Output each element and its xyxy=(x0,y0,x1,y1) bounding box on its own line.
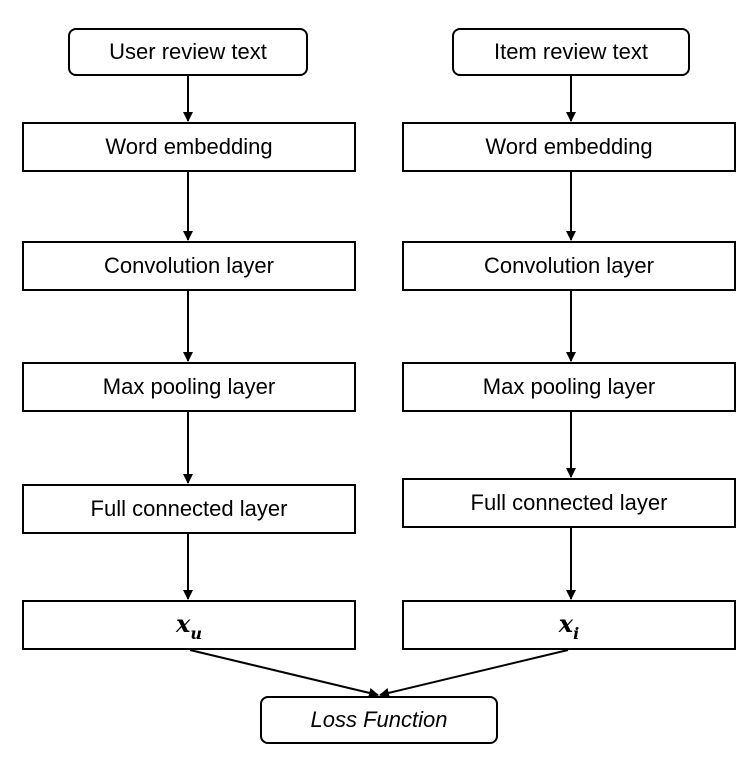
left-max-pooling-layer-label: Max pooling layer xyxy=(102,374,276,399)
left-word-embedding-node: Word embedding xyxy=(22,122,356,172)
loss-function-label: Loss Function xyxy=(310,707,448,732)
user-vector-subscript: u xyxy=(190,624,202,644)
arrow-right-vector-to-loss xyxy=(379,649,569,698)
user-review-text-label: User review text xyxy=(109,39,267,64)
right-word-embedding-node: Word embedding xyxy=(402,122,736,172)
arrow-left-vector-to-loss xyxy=(189,649,379,698)
item-vector-subscript: i xyxy=(573,624,580,644)
right-full-connected-layer-label: Full connected layer xyxy=(470,490,668,515)
right-word-embedding-label: Word embedding xyxy=(485,134,653,159)
left-full-connected-layer-label: Full connected layer xyxy=(90,496,288,521)
item-vector-symbol: xi xyxy=(558,608,580,644)
right-convolution-layer-label: Convolution layer xyxy=(484,253,654,278)
user-vector-symbol: xu xyxy=(176,608,202,644)
right-max-pooling-layer-label: Max pooling layer xyxy=(482,374,656,399)
item-vector-node: xi xyxy=(402,600,736,650)
left-convolution-layer-label: Convolution layer xyxy=(104,253,274,278)
item-review-text-node: Item review text xyxy=(452,28,690,76)
left-full-connected-layer-node: Full connected layer xyxy=(22,484,356,534)
item-vector-var: x xyxy=(558,608,574,638)
left-word-embedding-label: Word embedding xyxy=(105,134,273,159)
user-vector-var: x xyxy=(176,608,191,638)
user-vector-node: xu xyxy=(22,600,356,650)
right-convolution-layer-node: Convolution layer xyxy=(402,241,736,291)
left-max-pooling-layer-node: Max pooling layer xyxy=(22,362,356,412)
right-full-connected-layer-node: Full connected layer xyxy=(402,478,736,528)
item-review-text-label: Item review text xyxy=(493,39,649,64)
user-review-text-node: User review text xyxy=(68,28,308,76)
loss-function-node: Loss Function xyxy=(260,696,498,744)
left-convolution-layer-node: Convolution layer xyxy=(22,241,356,291)
right-max-pooling-layer-node: Max pooling layer xyxy=(402,362,736,412)
